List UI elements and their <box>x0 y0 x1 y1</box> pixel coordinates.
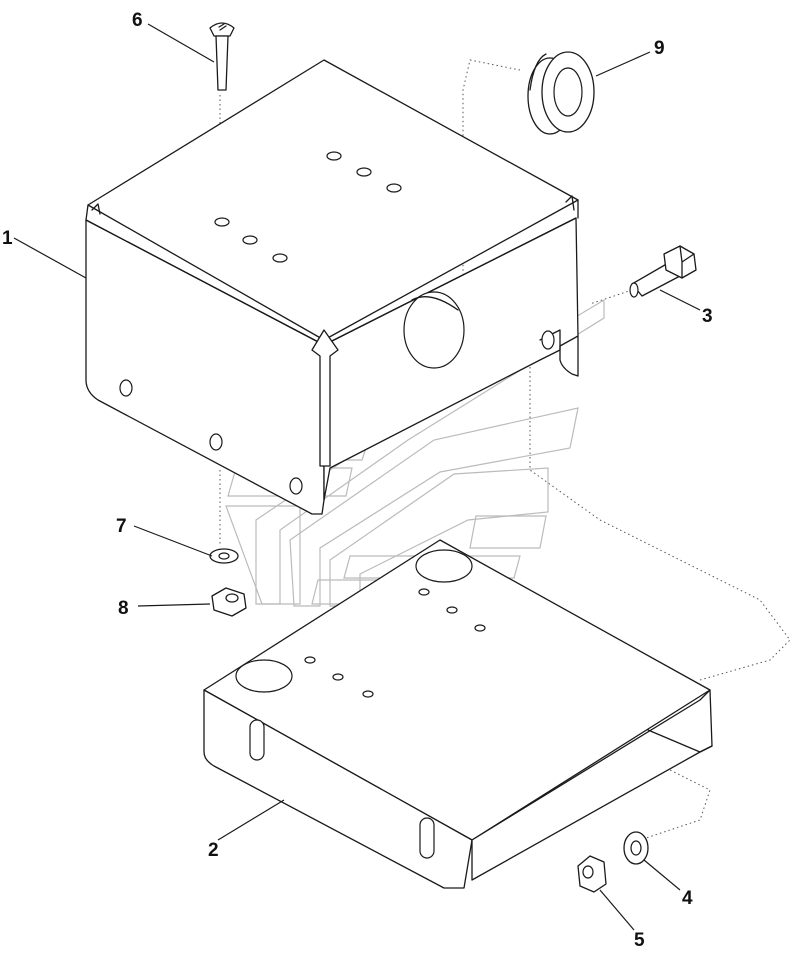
leader-lines <box>13 23 701 931</box>
hex-bolt <box>629 245 697 298</box>
callout-9: 9 <box>654 38 665 59</box>
callout-6: 6 <box>132 10 143 31</box>
cover-box <box>85 59 579 515</box>
callout-1: 1 <box>2 228 13 249</box>
callout-8: 8 <box>118 598 129 619</box>
callout-5: 5 <box>634 930 645 951</box>
callout-labels: 1 2 3 4 5 6 7 8 9 <box>2 10 713 951</box>
grommet <box>527 51 595 135</box>
washer-upper <box>209 548 239 564</box>
screw <box>209 22 235 91</box>
hex-nut-lower <box>577 855 607 893</box>
callout-7: 7 <box>116 516 127 537</box>
callout-2: 2 <box>208 840 219 861</box>
washer-lower <box>623 831 649 865</box>
callout-4: 4 <box>682 888 693 909</box>
lock-nut <box>211 587 247 617</box>
callout-3: 3 <box>702 306 713 327</box>
base-bracket <box>203 539 713 889</box>
